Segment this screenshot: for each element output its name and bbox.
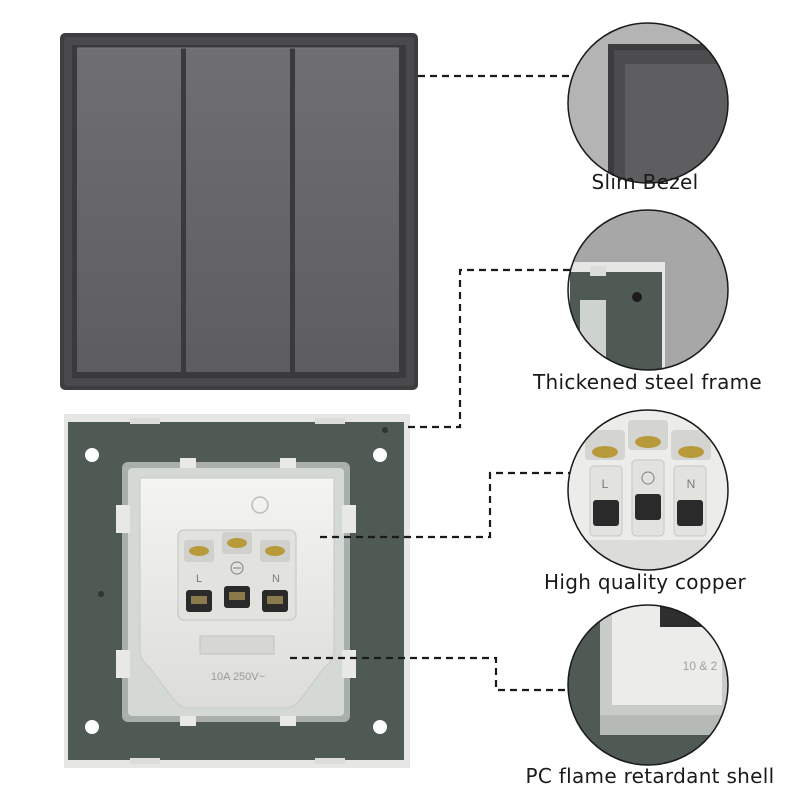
switch-key-right — [295, 48, 399, 372]
frame-hole — [85, 448, 99, 462]
brass-screw — [189, 546, 209, 556]
switch-panel — [60, 33, 418, 390]
frame-hole — [85, 720, 99, 734]
rating-text: 10A 250V~ — [211, 671, 265, 683]
detail-rating-text: 10 & 2 — [683, 659, 718, 673]
detail-l-label: L — [602, 477, 609, 491]
leader-line-frame — [408, 268, 570, 429]
callout-label-slim-bezel: Slim Bezel — [591, 170, 699, 194]
terminal-n-label: N — [272, 573, 280, 585]
terminal-block — [177, 529, 297, 621]
detail-circle-shell — [568, 605, 728, 765]
leader-lines — [290, 74, 572, 692]
callout-label-steel-frame: Thickened steel frame — [532, 370, 763, 394]
leader-line-copper — [320, 471, 572, 539]
detail-circle-frame — [568, 210, 728, 370]
socket-back: L N 10A 250V~ — [64, 414, 410, 768]
brass-screw — [265, 546, 285, 556]
brass-screw — [227, 538, 247, 548]
switch-key-left — [77, 48, 181, 372]
frame-hole — [373, 720, 387, 734]
detail-circle-bezel — [568, 23, 728, 183]
callout-label-pc-shell: PC flame retardant shell — [525, 764, 775, 788]
switch-key-middle — [186, 48, 290, 372]
detail-circle-copper — [568, 410, 728, 570]
callout-label-copper: High quality copper — [544, 570, 746, 594]
terminal-l-label: L — [196, 573, 202, 585]
leader-line-shell — [290, 656, 568, 692]
detail-n-label: N — [687, 477, 696, 491]
frame-hole — [373, 448, 387, 462]
